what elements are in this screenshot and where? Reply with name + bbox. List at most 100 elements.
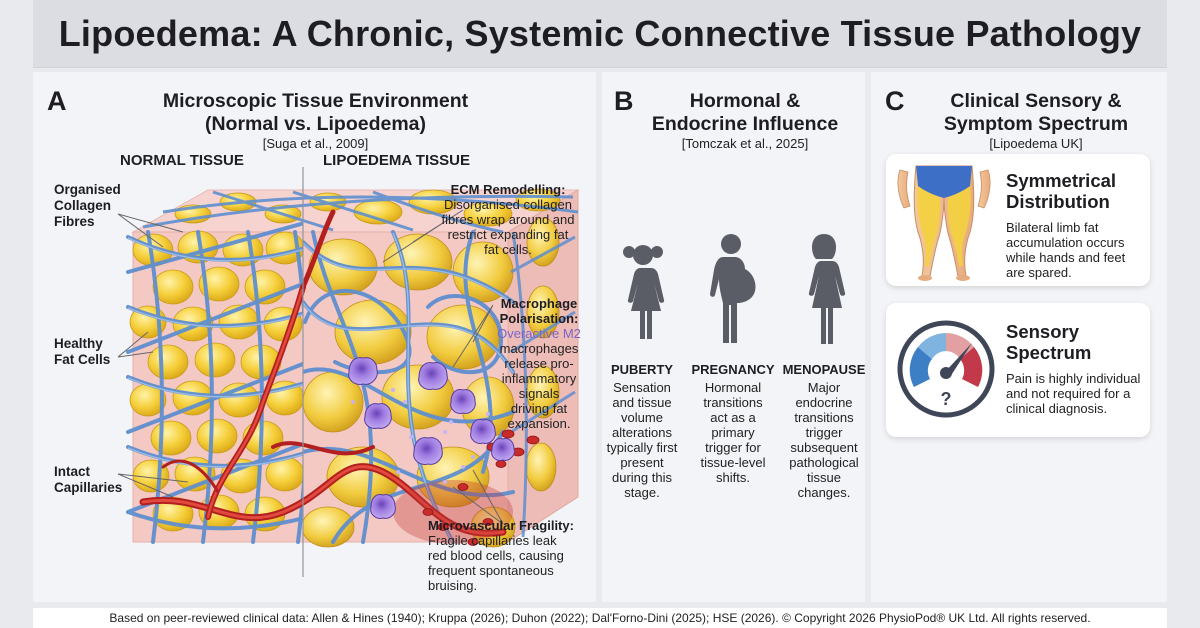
stage-desc-pregnancy: Hormonal transitions act as a primary tr… — [688, 380, 778, 485]
stage-line: transitions — [703, 395, 763, 410]
collagen-label-line: Organised — [54, 182, 121, 197]
capillaries — [139, 209, 507, 537]
panel-tissue-environment: A Microscopic Tissue Environment (Normal… — [33, 72, 596, 602]
pregnant-woman-icon — [710, 234, 756, 343]
card-title-line: Sensory — [1006, 321, 1080, 342]
footer-citation: Based on peer-reviewed clinical data: Al… — [33, 608, 1167, 628]
microvascular-line: Fragile capillaries leak — [428, 533, 557, 548]
macrophage-title-line: Macrophage — [500, 296, 578, 311]
panel-b-title: Hormonal & Endocrine Influence — [630, 90, 860, 136]
stage-line: trigger — [805, 425, 843, 440]
girl-icon — [623, 245, 665, 339]
fat-label-line: Fat Cells — [54, 352, 111, 367]
inflammatory-signals — [351, 388, 490, 484]
callout-lines — [117, 209, 504, 525]
stage-line: stage. — [624, 485, 660, 500]
panel-c-title-line2: Symptom Spectrum — [943, 113, 1129, 135]
stage-line: Sensation — [613, 380, 671, 395]
panel-letter-b: B — [614, 86, 634, 116]
bruise-area — [393, 480, 513, 544]
capillaries-label-line: Capillaries — [54, 480, 123, 495]
woman-icon — [808, 234, 846, 344]
card-line: clinical diagnosis. — [1006, 401, 1108, 416]
macrophage-line: signals — [518, 386, 560, 401]
panel-a-title-line2: (Normal vs. Lipoedema) — [204, 113, 427, 135]
stage-title-pregnancy: PREGNANCY — [691, 362, 775, 377]
ecm-annotation: ECM Remodelling: Disorganised collagen f… — [428, 182, 588, 257]
stage-line: Hormonal — [704, 380, 762, 395]
collagen-label: Organised Collagen Fibres — [54, 182, 121, 230]
symmetrical-distribution-card: Symmetrical Distribution Bilateral limb … — [886, 154, 1150, 286]
ecm-title: ECM Remodelling: — [450, 182, 566, 197]
panel-sensory-spectrum: C Clinical Sensory & Symptom Spectrum [L… — [871, 72, 1167, 602]
collagen-label-line: Collagen — [54, 198, 112, 213]
title-bar: Lipoedema: A Chronic, Systemic Connectiv… — [33, 0, 1167, 68]
stage-line: Major — [807, 380, 841, 395]
sensory-spectrum-card: ? Sensory Spectrum Pain is highly indivi… — [886, 303, 1150, 437]
panel-b-citation: [Tomczak et al., 2025] — [681, 136, 809, 151]
sensory-spectrum-desc: Pain is highly individual and not requir… — [1006, 371, 1151, 416]
panel-hormonal-influence: B Hormonal & Endocrine Influence [Tomcza… — [602, 72, 865, 602]
ecm-line: restrict expanding fat — [447, 227, 569, 242]
stage-line: trigger for — [705, 440, 761, 455]
panel-b-title-line2: Endocrine Influence — [651, 113, 839, 135]
page-title: Lipoedema: A Chronic, Systemic Connectiv… — [58, 12, 1142, 54]
ecm-line: Disorganised collagen — [444, 197, 572, 212]
card-line: accumulation occurs — [1006, 235, 1125, 250]
side-fat-cells — [525, 217, 560, 492]
card-title-line: Symmetrical — [1006, 170, 1117, 191]
microvascular-line: frequent spontaneous — [428, 563, 554, 578]
microvascular-line: red blood cells, causing — [428, 548, 564, 563]
card-title-line: Spectrum — [1006, 342, 1092, 363]
card-line: are spared. — [1006, 265, 1072, 280]
stage-line: and tissue — [612, 395, 672, 410]
stage-line: present — [620, 455, 664, 470]
overactive-m2-highlight: Overactive M2 — [497, 326, 581, 341]
stage-line: typically first — [606, 440, 678, 455]
stage-line: during this — [612, 470, 672, 485]
stage-title-puberty: PUBERTY — [610, 362, 674, 377]
macrophages — [348, 357, 515, 519]
macrophage-line: release pro- — [504, 356, 574, 371]
microvascular-line: bruising. — [428, 578, 478, 593]
stage-line: alterations — [612, 425, 672, 440]
stage-line: subsequent — [790, 440, 858, 455]
panel-letter-c: C — [885, 86, 905, 116]
sensory-spectrum-title: Sensory Spectrum — [1006, 321, 1091, 363]
macrophage-line: driving fat — [510, 401, 568, 416]
symmetrical-distribution-title: Symmetrical Distribution — [1006, 170, 1116, 212]
stage-line: primary — [711, 425, 755, 440]
stage-line: endocrine — [795, 395, 853, 410]
stage-line: tissue — [807, 470, 841, 485]
macrophage-line: expansion. — [507, 416, 571, 431]
pain-gauge-icon: ? — [897, 320, 995, 418]
panel-b-title-line1: Hormonal & — [689, 90, 801, 112]
macrophage-line: inflammatory — [501, 371, 577, 386]
lipoedema-tissue-heading: LIPOEDEMA TISSUE — [323, 152, 470, 169]
card-line: Bilateral limb fat — [1006, 220, 1099, 235]
macrophage-annotation: Macrophage Polarisation: Overactive M2 m… — [489, 296, 589, 431]
card-line: and not required for a — [1006, 386, 1131, 401]
ecm-line: fibres wrap around and — [441, 212, 575, 227]
stage-line: act as a — [710, 410, 756, 425]
panel-c-citation: [Lipoedema UK] — [989, 136, 1083, 151]
side-collagen-fibres — [510, 231, 576, 538]
fat-cells-label: Healthy Fat Cells — [54, 336, 110, 368]
stage-line: transitions — [794, 410, 854, 425]
stage-line: tissue-level — [700, 455, 766, 470]
stage-line: shifts. — [716, 470, 750, 485]
stage-title-menopause: MENOPAUSE — [782, 362, 866, 377]
stage-desc-puberty: Sensation and tissue volume alterations … — [597, 380, 687, 500]
panel-a-title: Microscopic Tissue Environment (Normal v… — [133, 90, 498, 136]
collagen-label-line: Fibres — [54, 214, 95, 229]
collagen-highlights — [127, 237, 303, 468]
stage-line: volume — [621, 410, 663, 425]
panel-c-title: Clinical Sensory & Symptom Spectrum — [911, 90, 1161, 136]
stage-line: pathological — [789, 455, 859, 470]
card-line: while hands and feet — [1006, 250, 1126, 265]
card-line: Pain is highly individual — [1006, 371, 1141, 386]
panel-c-title-line1: Clinical Sensory & — [950, 90, 1122, 112]
svg-text:?: ? — [941, 389, 952, 409]
microvascular-title: Microvascular Fragility: — [428, 518, 574, 533]
macrophage-title-line: Polarisation: — [499, 311, 579, 326]
